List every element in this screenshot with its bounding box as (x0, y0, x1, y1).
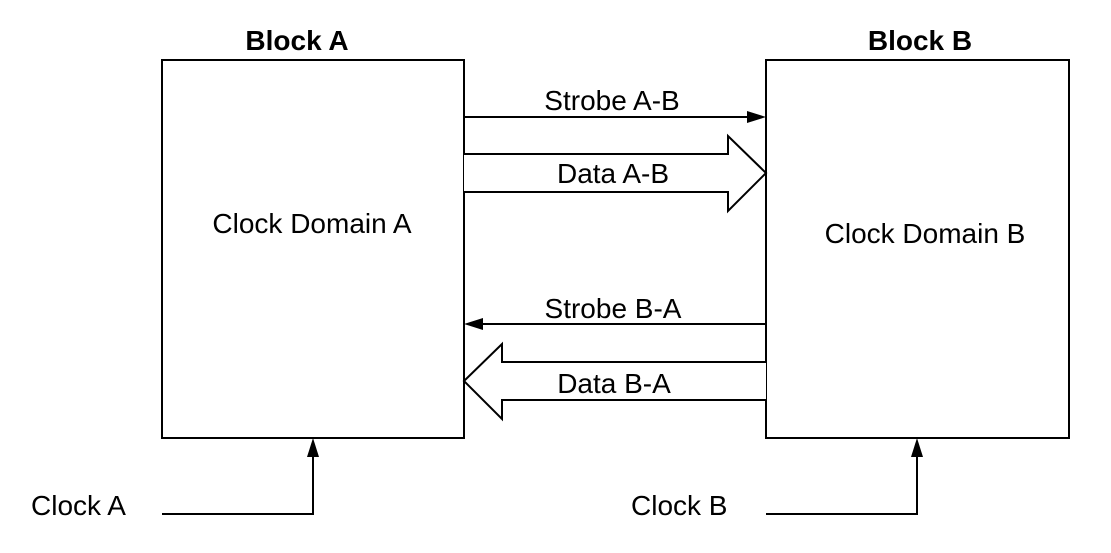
block-a-box (161, 59, 465, 439)
strobe-a-b-label: Strobe A-B (544, 85, 679, 116)
clock-a-label: Clock A (31, 490, 126, 521)
data-b-a: Data B-A (462, 341, 766, 422)
block-a: Block A Clock Domain A (161, 25, 465, 439)
clock-b-line (766, 456, 918, 515)
clock-b-label: Clock B (631, 490, 727, 521)
data-a-b: Data A-B (464, 133, 768, 214)
data-b-a-bus-arrow-icon (462, 341, 766, 422)
strobe-b-a-arrowhead-icon (464, 318, 483, 330)
data-a-b-bus-arrow-icon (464, 133, 768, 214)
block-b: Block B Clock Domain B (765, 25, 1070, 439)
strobe-b-a-label: Strobe B-A (545, 293, 682, 324)
clock-b-arrowhead-icon (911, 438, 923, 457)
block-b-box (765, 59, 1070, 439)
block-a-title: Block A (245, 25, 348, 56)
clock-b: Clock B (631, 438, 923, 521)
strobe-b-a: Strobe B-A (464, 293, 766, 330)
clock-a: Clock A (31, 438, 319, 521)
data-b-a-label: Data B-A (557, 368, 671, 399)
clock-domain-b-label: Clock Domain B (825, 218, 1026, 249)
clock-a-arrowhead-icon (307, 438, 319, 457)
strobe-a-b-arrowhead-icon (747, 111, 766, 123)
data-a-b-label: Data A-B (557, 158, 669, 189)
clock-a-line (162, 456, 314, 515)
clock-domain-a-label: Clock Domain A (212, 208, 412, 239)
strobe-a-b: Strobe A-B (464, 85, 766, 123)
block-b-title: Block B (868, 25, 972, 56)
